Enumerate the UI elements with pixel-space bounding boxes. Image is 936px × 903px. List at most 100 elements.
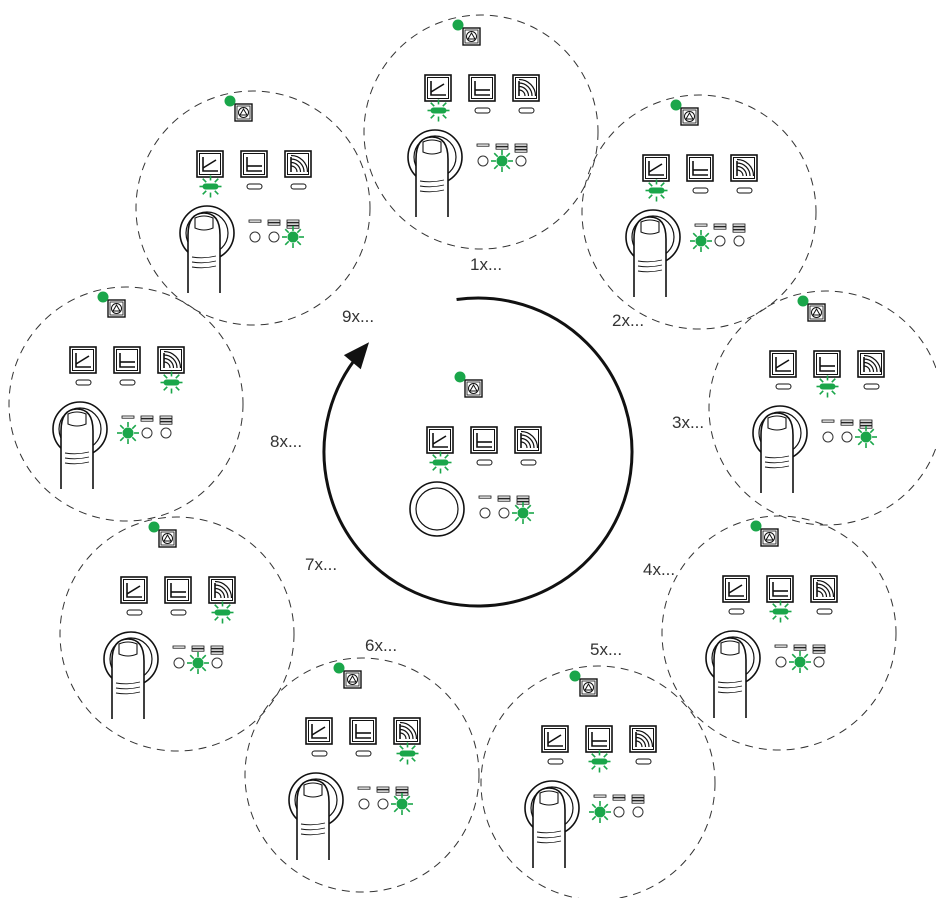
step-label-8: 8x... <box>270 432 302 451</box>
mode-indicator-1 <box>311 750 328 757</box>
level-indicator-flash <box>491 150 513 172</box>
curve-constant-pressure-icon <box>541 725 569 753</box>
mode-indicator-3 <box>736 187 753 194</box>
level-1-bar-icon <box>821 419 835 443</box>
level-3-bar-icon <box>631 794 645 818</box>
pump-symbol-icon <box>797 295 826 322</box>
level-3-bar-icon <box>282 219 304 248</box>
level-indicator-flash <box>391 793 413 815</box>
level-3-bar-icon <box>732 223 746 247</box>
step-circle-4 <box>661 515 897 751</box>
step-panel-4 <box>705 520 838 718</box>
level-1-bar-icon <box>478 495 492 519</box>
step-label-4: 4x... <box>643 560 675 579</box>
mode-indicator-2 <box>692 187 709 194</box>
curve-constant-pressure-icon <box>426 426 454 454</box>
pump-status-led <box>97 291 109 303</box>
level-2-bar-icon <box>376 786 390 810</box>
curve-constant-speed-icon <box>585 725 613 753</box>
mode-indicator-3 <box>290 183 307 190</box>
step-label-9: 9x... <box>342 307 374 326</box>
step-labels: 1x...2x...3x...4x...5x...6x...7x...8x...… <box>270 255 704 659</box>
step-panel-8 <box>52 291 185 489</box>
pump-symbol-icon <box>97 291 126 318</box>
level-indicator-flash <box>789 651 811 673</box>
mode-indicator-flash <box>588 750 611 773</box>
pump-status-led <box>148 521 160 533</box>
mode-indicator-3 <box>399 750 416 757</box>
pump-symbol-icon <box>750 520 779 547</box>
finger-press-icon <box>111 638 145 719</box>
mode-indicator-2 <box>246 183 263 190</box>
mode-indicator-flash <box>160 371 183 394</box>
mode-indicator-2 <box>591 758 608 765</box>
mode-indicator-1 <box>75 379 92 386</box>
curve-proportional-pressure-icon <box>730 154 758 182</box>
finger-press-icon <box>713 637 747 718</box>
pump-symbol-icon <box>454 371 483 398</box>
step-label-6: 6x... <box>365 636 397 655</box>
curve-proportional-pressure-icon <box>810 575 838 603</box>
mode-indicator-1 <box>126 609 143 616</box>
finger-press-icon <box>296 779 330 860</box>
mode-indicator-3 <box>863 383 880 390</box>
pump-status-led <box>750 520 762 532</box>
level-2-bar-icon <box>713 223 727 247</box>
mode-indicator-1 <box>430 107 447 114</box>
mode-indicator-3 <box>635 758 652 765</box>
mode-indicator-3 <box>163 379 180 386</box>
curve-constant-pressure-icon <box>424 74 452 102</box>
curve-proportional-pressure-icon <box>857 350 885 378</box>
step-circles <box>8 14 936 901</box>
level-2-bar-icon <box>497 495 511 519</box>
curve-constant-speed-icon <box>349 717 377 745</box>
pump-symbol-icon <box>670 99 699 126</box>
curve-constant-speed-icon <box>470 426 498 454</box>
level-2-bar-icon <box>140 415 154 439</box>
mode-indicator-flash <box>199 175 222 198</box>
step-label-7: 7x... <box>305 555 337 574</box>
level-2-bar-icon <box>612 794 626 818</box>
mode-indicator-flash <box>769 600 792 623</box>
curve-constant-speed-icon <box>164 576 192 604</box>
level-3-bar-icon <box>855 419 877 448</box>
mode-indicator-flash <box>429 451 452 474</box>
level-1-bar-icon <box>117 415 139 444</box>
finger-press-icon <box>633 216 667 297</box>
step-label-5: 5x... <box>590 640 622 659</box>
level-3-bar-icon <box>391 786 413 815</box>
level-indicator-flash <box>855 426 877 448</box>
step-panel-5 <box>524 670 657 868</box>
curve-constant-pressure-icon <box>642 154 670 182</box>
mode-indicator-1 <box>728 608 745 615</box>
step-label-3: 3x... <box>672 413 704 432</box>
level-2-bar-icon <box>789 644 811 673</box>
level-1-bar-icon <box>589 794 611 823</box>
step-panel-1 <box>407 19 540 217</box>
curve-proportional-pressure-icon <box>512 74 540 102</box>
step-panel-2 <box>625 99 758 297</box>
step-panel-9 <box>179 95 312 293</box>
level-1-bar-icon <box>690 223 712 252</box>
mode-indicator-3 <box>816 608 833 615</box>
level-1-bar-icon <box>357 786 371 810</box>
pump-symbol-icon <box>452 19 481 46</box>
curve-constant-pressure-icon <box>722 575 750 603</box>
mode-indicator-3 <box>520 459 537 466</box>
cycle-arrow-icon <box>322 296 634 608</box>
level-3-bar-icon <box>159 415 173 439</box>
level-indicator-flash <box>282 226 304 248</box>
level-indicator-flash <box>690 230 712 252</box>
step-panel-6 <box>288 662 421 860</box>
mode-indicator-flash <box>816 375 839 398</box>
curve-constant-speed-icon <box>468 74 496 102</box>
curve-constant-speed-icon <box>766 575 794 603</box>
pump-status-led <box>797 295 809 307</box>
mode-indicator-3 <box>518 107 535 114</box>
curve-constant-pressure-icon <box>305 717 333 745</box>
curve-constant-speed-icon <box>813 350 841 378</box>
curve-constant-speed-icon <box>686 154 714 182</box>
pump-status-led <box>454 371 466 383</box>
